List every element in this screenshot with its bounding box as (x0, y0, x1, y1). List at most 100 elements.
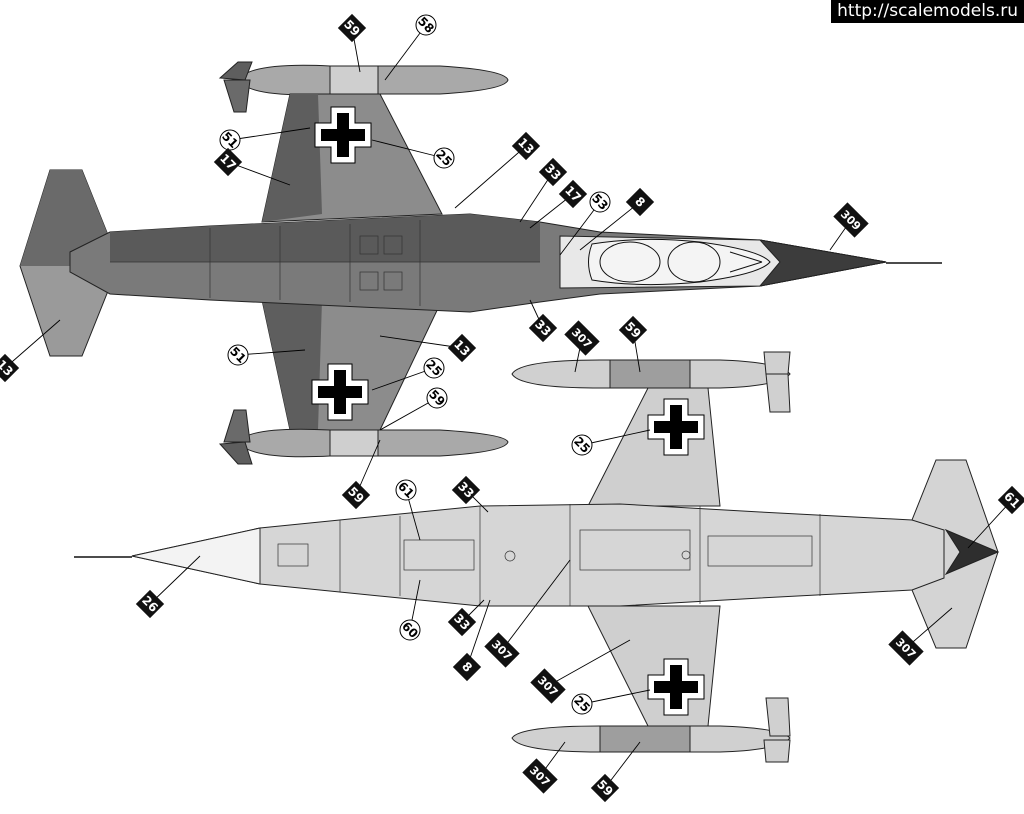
callout-33-box: 33 (451, 475, 489, 513)
callout-box-shape (558, 179, 588, 209)
callout-leader-line (149, 555, 201, 605)
callout-circle-shape (589, 191, 611, 213)
callout-307-box: 307 (484, 559, 571, 668)
callout-leader-line (547, 639, 631, 687)
bottom-fuselage (131, 503, 945, 607)
callout-box-shape (564, 320, 600, 356)
callout-label: 60 (399, 619, 421, 641)
callout-label: 59 (345, 484, 367, 506)
callout-label: 53 (589, 191, 611, 213)
bottom-view-aircraft (74, 351, 1000, 763)
callout-17-box: 17 (529, 179, 588, 229)
callout-leader-line (379, 397, 438, 431)
callout-leader-line (579, 201, 641, 251)
callout-59-box: 59 (337, 13, 367, 73)
callout-circle-shape (423, 357, 445, 379)
callout-53-circle: 53 (559, 191, 611, 256)
callout-8-box: 8 (452, 599, 491, 682)
callout-leader-line (384, 24, 427, 81)
callout-leader-line (237, 349, 306, 356)
bottom-balkenkreuz-lower (647, 658, 705, 716)
bottom-upper-wing (587, 387, 721, 507)
callout-label: 25 (423, 357, 445, 379)
callout-leader-line (466, 599, 491, 668)
callout-box-shape (625, 187, 655, 217)
callout-26-box: 26 (135, 555, 201, 619)
callout-box-shape (530, 668, 566, 704)
callout-13-box: 13 (379, 333, 477, 363)
callout-circle-shape (433, 147, 455, 169)
callout-leader-line (501, 559, 571, 651)
callout-box-shape (618, 315, 648, 345)
callout-box-shape (590, 773, 620, 803)
callout-label: 13 (515, 135, 537, 157)
callout-61-circle: 61 (395, 479, 421, 541)
callout-59-box: 59 (590, 741, 641, 803)
watermark-url: http://scalemodels.ru (831, 0, 1024, 23)
callout-label: 13 (451, 337, 473, 359)
callout-label: 61 (1001, 489, 1023, 511)
callout-label: 17 (217, 151, 239, 173)
bottom-balkenkreuz-upper (647, 398, 705, 456)
callout-circle-shape (415, 14, 437, 36)
callout-leader-line (905, 607, 953, 649)
callout-33-box: 33 (519, 157, 568, 223)
top-upper-tip-tank (218, 61, 509, 113)
callout-8-box: 8 (579, 187, 655, 251)
callout-leader-line (581, 429, 651, 446)
top-balkenkreuz-lower (311, 363, 369, 421)
callout-box-shape (484, 632, 520, 668)
callout-309-box: 309 (829, 202, 869, 251)
callout-box-shape (135, 589, 165, 619)
callout-25-circle: 25 (371, 357, 445, 391)
callout-51-circle: 51 (227, 344, 306, 366)
callout-leader-line (371, 139, 445, 159)
callout-circle-shape (227, 344, 249, 366)
callout-label: 25 (571, 434, 593, 456)
callout-leader-line (581, 689, 651, 705)
callout-box-shape (888, 630, 924, 666)
callout-box-shape (511, 131, 541, 161)
callout-circle-shape (571, 693, 593, 715)
callout-circle-shape (571, 434, 593, 456)
callout-leader-line (4, 319, 61, 369)
callout-box-shape (341, 480, 371, 510)
callout-label: 58 (415, 14, 437, 36)
callout-leader-line (967, 499, 1013, 549)
callout-circle-shape (395, 479, 417, 501)
callout-58-circle: 58 (384, 14, 437, 81)
callout-label: 59 (594, 777, 616, 799)
bottom-upper-tip-tank (511, 351, 791, 413)
callout-leader-line (227, 161, 291, 186)
bottom-lower-wing (587, 605, 721, 727)
callout-33-box: 33 (528, 299, 558, 343)
callout-box-shape (451, 475, 481, 505)
callout-label: 61 (395, 479, 417, 501)
callout-box-shape (528, 313, 558, 343)
callout-box-shape (522, 758, 558, 794)
callout-leader-line (229, 127, 311, 141)
top-view-aircraft (19, 61, 942, 465)
callout-label: 25 (571, 693, 593, 715)
callout-box-shape (447, 333, 477, 363)
callout-label: 33 (532, 317, 554, 339)
callout-61-box: 61 (967, 485, 1024, 549)
callout-label: 51 (227, 344, 249, 366)
callout-label: 59 (426, 387, 448, 409)
callout-box-shape (997, 485, 1024, 515)
callout-label: 59 (622, 319, 644, 341)
callout-label: 59 (341, 17, 363, 39)
callout-box-shape (452, 652, 482, 682)
callout-59-box: 59 (341, 439, 381, 510)
callout-25-circle: 25 (371, 139, 455, 169)
callout-leader-line (559, 201, 601, 256)
callout-box-shape (538, 157, 568, 187)
callout-25-circle: 25 (571, 429, 651, 456)
callout-33-box: 33 (447, 599, 485, 637)
callout-box-shape (833, 202, 869, 238)
top-canopy (588, 238, 771, 286)
callout-leader-line (379, 335, 463, 349)
